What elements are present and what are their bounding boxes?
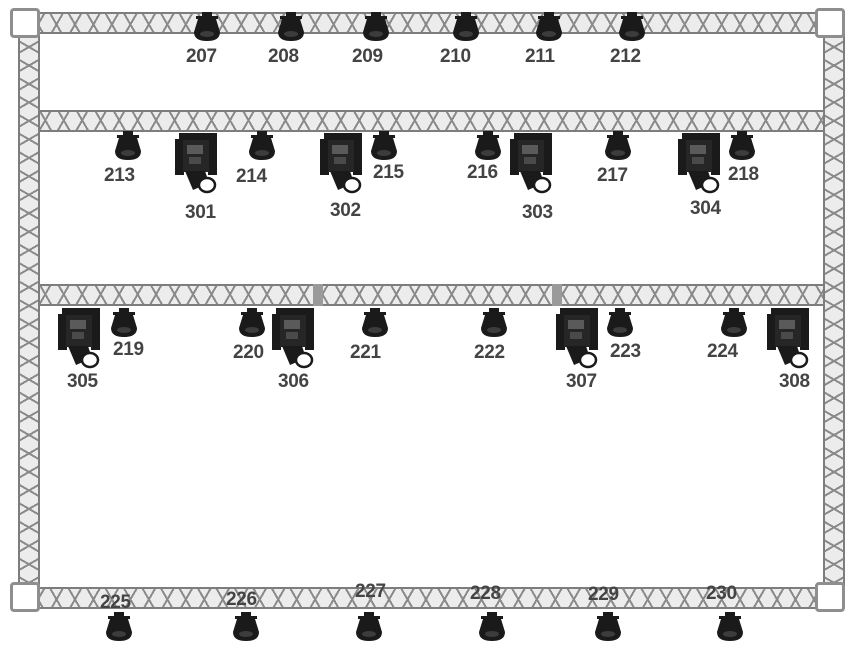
par-can-light-icon: [481, 308, 507, 337]
par-can-light-icon: [475, 131, 501, 160]
truss-row-1: [20, 110, 828, 132]
moving-head-light-icon: [270, 306, 316, 369]
fixture-label-218: 218: [728, 164, 759, 185]
fixture-label-226: 226: [226, 589, 257, 610]
fixture-label-208: 208: [268, 46, 299, 67]
par-can-light-icon: [717, 612, 743, 641]
moving-head-light-icon: [56, 306, 102, 369]
truss-bottom: [30, 587, 822, 609]
par-can-light-icon: [595, 612, 621, 641]
fixture-label-219: 219: [113, 339, 144, 360]
par-can-light-icon: [356, 612, 382, 641]
moving-head-light-icon: [554, 306, 600, 369]
truss-joint: [313, 284, 323, 306]
par-can-light-icon: [362, 308, 388, 337]
fixture-label-220: 220: [233, 342, 264, 363]
fixture-label-223: 223: [610, 341, 641, 362]
fixture-label-212: 212: [610, 46, 641, 67]
fixture-label-306: 306: [278, 371, 309, 392]
fixture-label-229: 229: [588, 584, 619, 605]
fixture-label-215: 215: [373, 162, 404, 183]
par-can-light-icon: [111, 308, 137, 337]
par-can-light-icon: [106, 612, 132, 641]
fixture-label-304: 304: [690, 198, 721, 219]
fixture-label-210: 210: [440, 46, 471, 67]
fixture-label-214: 214: [236, 166, 267, 187]
truss-corner-bottom-left: [10, 582, 40, 612]
par-can-light-icon: [619, 12, 645, 41]
par-can-light-icon: [607, 308, 633, 337]
truss-right: [823, 30, 845, 590]
truss-top: [30, 12, 822, 34]
par-can-light-icon: [721, 308, 747, 337]
moving-head-light-icon: [318, 131, 364, 194]
par-can-light-icon: [479, 612, 505, 641]
moving-head-light-icon: [173, 131, 219, 194]
par-can-light-icon: [453, 12, 479, 41]
par-can-light-icon: [363, 12, 389, 41]
fixture-label-227: 227: [355, 581, 386, 602]
par-can-light-icon: [278, 12, 304, 41]
fixture-label-303: 303: [522, 202, 553, 223]
par-can-light-icon: [605, 131, 631, 160]
par-can-light-icon: [371, 131, 397, 160]
fixture-label-308: 308: [779, 371, 810, 392]
fixture-label-228: 228: [470, 583, 501, 604]
par-can-light-icon: [233, 612, 259, 641]
truss-corner-top-left: [10, 8, 40, 38]
fixture-label-224: 224: [707, 341, 738, 362]
par-can-light-icon: [249, 131, 275, 160]
par-can-light-icon: [536, 12, 562, 41]
moving-head-light-icon: [508, 131, 554, 194]
fixture-label-211: 211: [525, 46, 555, 67]
moving-head-light-icon: [765, 306, 811, 369]
truss-row-2: [20, 284, 828, 306]
fixture-label-230: 230: [706, 583, 737, 604]
fixture-label-222: 222: [474, 342, 505, 363]
truss-joint: [552, 284, 562, 306]
fixture-label-217: 217: [597, 165, 628, 186]
truss-left: [18, 30, 40, 590]
fixture-label-302: 302: [330, 200, 361, 221]
par-can-light-icon: [194, 12, 220, 41]
fixture-label-207: 207: [186, 46, 217, 67]
truss-corner-top-right: [815, 8, 845, 38]
par-can-light-icon: [729, 131, 755, 160]
fixture-label-216: 216: [467, 162, 498, 183]
moving-head-light-icon: [676, 131, 722, 194]
fixture-label-209: 209: [352, 46, 383, 67]
fixture-label-305: 305: [67, 371, 98, 392]
par-can-light-icon: [239, 308, 265, 337]
fixture-label-301: 301: [185, 202, 216, 223]
truss-corner-bottom-right: [815, 582, 845, 612]
fixture-label-213: 213: [104, 165, 135, 186]
fixture-label-225: 225: [100, 592, 131, 613]
fixture-label-221: 221: [350, 342, 381, 363]
fixture-label-307: 307: [566, 371, 597, 392]
par-can-light-icon: [115, 131, 141, 160]
